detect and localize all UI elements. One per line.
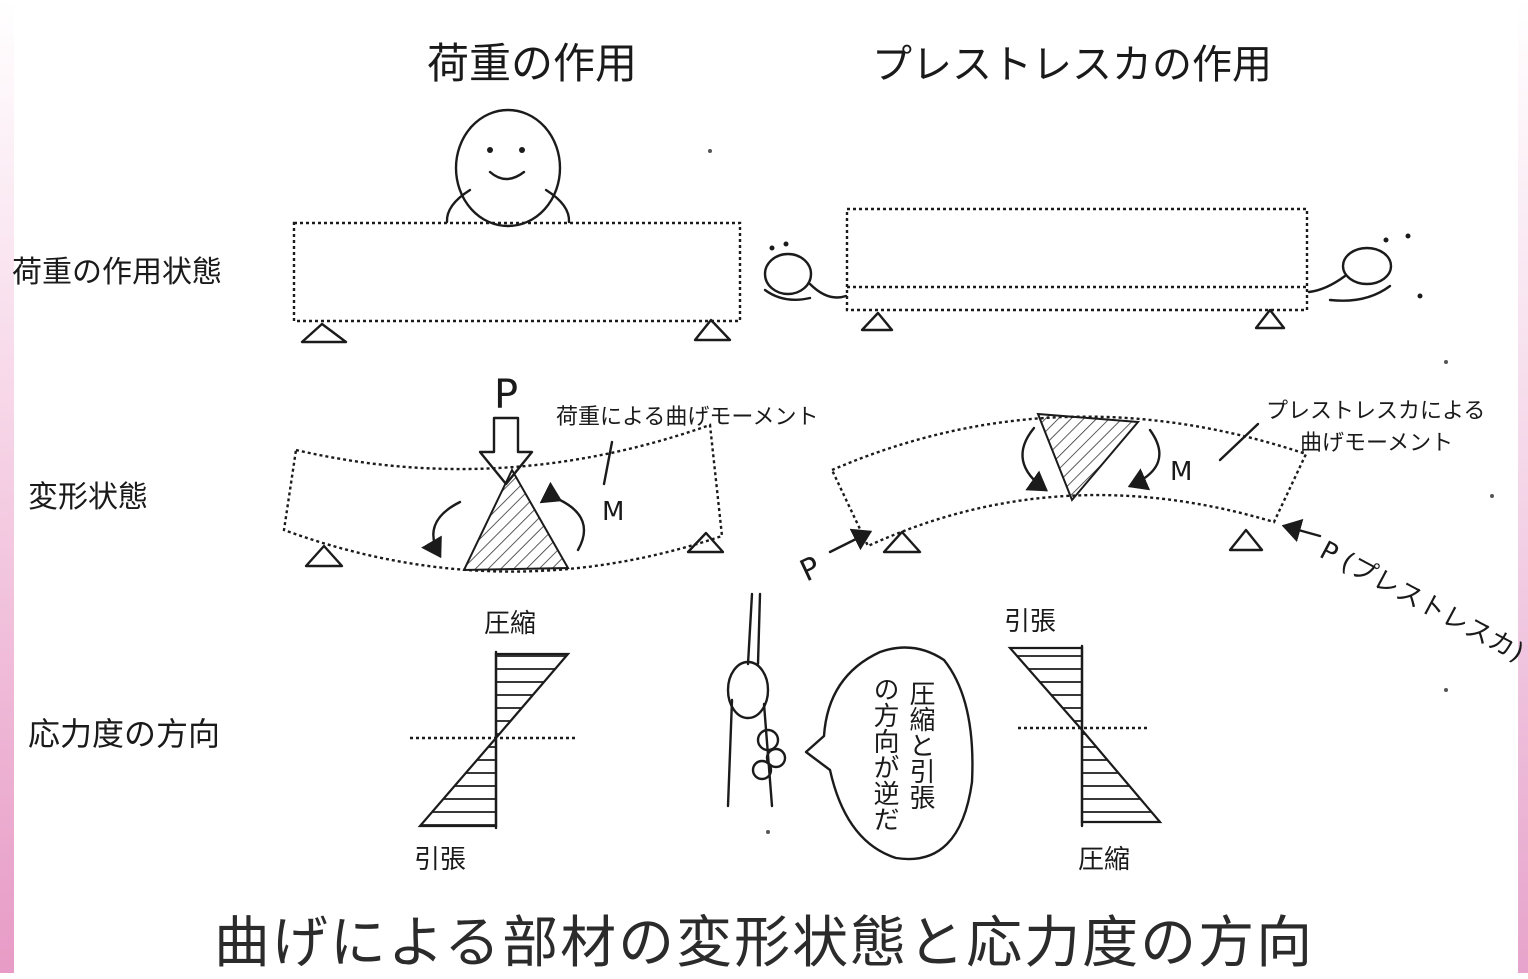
support-right-1	[693, 318, 732, 342]
header-load-action: 荷重の作用	[427, 39, 637, 88]
moment-arrow-left-2	[1021, 426, 1048, 492]
support-right-2	[1254, 308, 1286, 330]
row-label-deformation-state: 変形状態	[28, 480, 148, 515]
support-left-3	[304, 544, 344, 568]
speech-line-1: 圧縮と引張	[905, 680, 935, 810]
moment-symbol-2: M	[1170, 457, 1192, 487]
stress-right-bottom: 圧縮	[1078, 845, 1130, 875]
moment-arrow-right-2	[1127, 428, 1161, 491]
prestress-force-right: P (プレストレスカ)	[1315, 536, 1528, 669]
beam-loaded	[292, 221, 742, 323]
load-moment-label: 荷重による曲げモーメント	[556, 405, 818, 430]
leader-load-moment	[602, 440, 614, 486]
moment-arrow-right-1	[539, 481, 586, 552]
prestress-arrow-right	[1281, 518, 1322, 543]
moment-arrow-left-1	[421, 500, 462, 559]
support-right-3	[686, 531, 725, 554]
stress-left-bottom: 引張	[414, 845, 466, 875]
prestress-force-left: P	[795, 550, 826, 589]
prestress-arrow-left	[828, 528, 873, 554]
row-label-stress-direction: 応力度の方向	[28, 715, 220, 753]
prestress-moment-label-2: 曲げモーメント	[1300, 431, 1453, 456]
left-edge-tint	[0, 0, 14, 973]
support-left-2	[860, 311, 894, 332]
header-prestress-action: プレストレスカの作用	[872, 42, 1272, 88]
figure-pushing-left	[763, 241, 848, 301]
beam-sagging	[282, 423, 724, 573]
stress-diagram-left	[410, 650, 575, 830]
support-right-4	[1228, 528, 1264, 552]
support-left-1	[300, 322, 348, 344]
stress-diagram-right	[1007, 644, 1163, 828]
beam-diagram: 荷重の作用 プレストレスカの作用 荷重の作用状態 変形状態 応力度の方向	[12, 39, 1528, 875]
figure-caption: 曲げによる部材の変形状態と応力度の方向	[213, 911, 1315, 976]
speech-line-2: の方向が逆だ	[869, 676, 899, 832]
load-arrow-p	[478, 416, 534, 486]
beam-cambered	[830, 412, 1308, 548]
right-edge-tint	[1518, 0, 1528, 973]
figure-upside-down-person	[726, 592, 787, 808]
figure-pushing-right	[1307, 233, 1423, 302]
support-left-4	[882, 530, 922, 554]
speech-bubble: 圧縮と引張 の方向が逆だ	[804, 646, 974, 861]
leader-prestress-moment	[1218, 422, 1260, 462]
figure-standing-person	[445, 108, 571, 228]
stress-left-top: 圧縮	[484, 609, 536, 639]
load-symbol-p: P	[494, 372, 518, 418]
prestress-moment-label-1: プレストレスカによる	[1266, 399, 1485, 424]
stress-right-top: 引張	[1004, 607, 1056, 637]
moment-symbol-1: M	[602, 497, 624, 527]
beam-prestressed	[845, 207, 1309, 312]
row-label-load-state: 荷重の作用状態	[12, 255, 222, 290]
